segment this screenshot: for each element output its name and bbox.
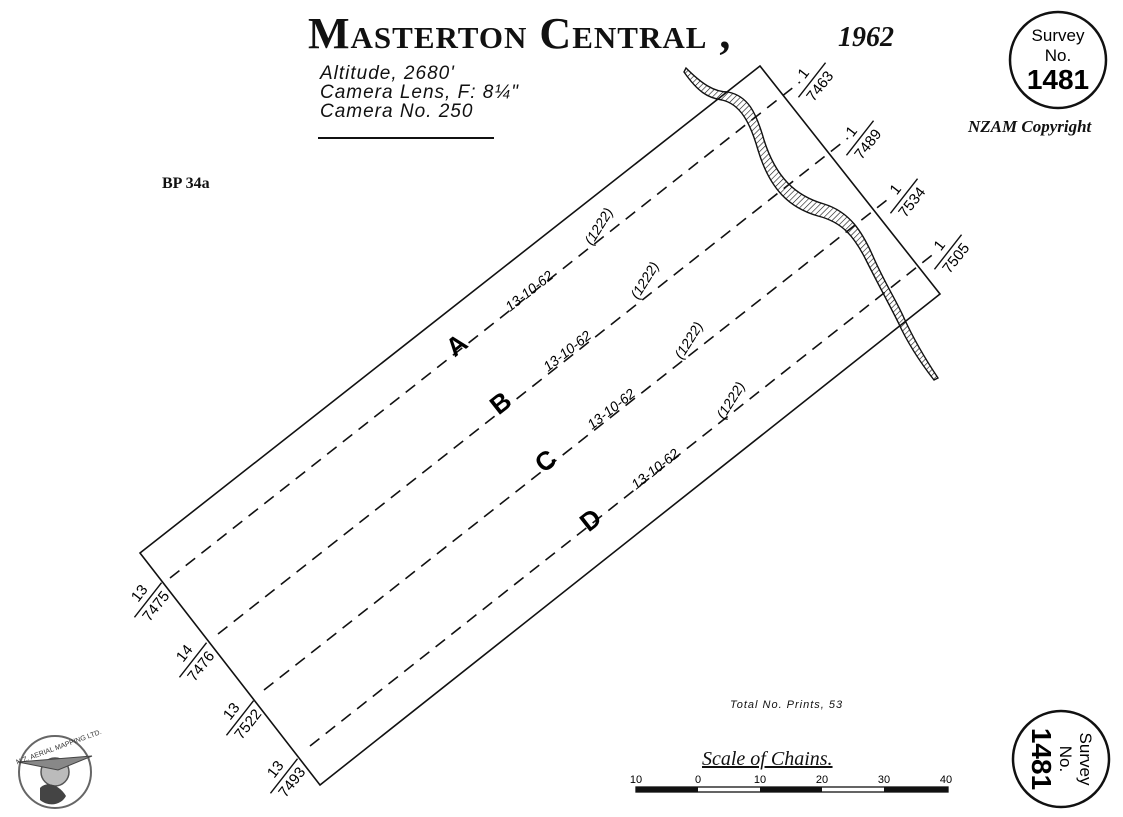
river-feature	[683, 66, 940, 381]
scale-tick-label: 0	[695, 774, 701, 786]
map-year: 1962	[838, 22, 894, 53]
run-code-d: (1222)	[713, 379, 748, 422]
run-letter-b: B	[484, 385, 517, 420]
survey-stamp-bottom-label: Survey	[1076, 733, 1095, 786]
scale-tick-label: 10	[630, 774, 642, 786]
bp-code: BP 34a	[162, 175, 210, 192]
camera-text: Camera No. 250	[320, 101, 474, 122]
total-prints: Total No. Prints, 53	[730, 699, 844, 711]
run-code-b: (1222)	[627, 259, 662, 302]
scale-title: Scale of Chains.	[702, 748, 833, 770]
svg-text:1: 1	[794, 65, 813, 82]
coverage-boundary	[138, 64, 942, 787]
scale-bar: 10 0 10 20 30 40	[630, 774, 952, 793]
survey-stamp-top-no: No.	[1045, 46, 1071, 65]
svg-text:1: 1	[886, 181, 905, 198]
svg-text:14: 14	[173, 642, 197, 666]
flight-line-d	[309, 251, 937, 747]
scale-tick-label: 20	[816, 774, 828, 786]
svg-text:1: 1	[930, 237, 949, 254]
lens-text: Camera Lens, F: 8¼"	[320, 82, 519, 103]
start-frame-a: 13 7475	[128, 582, 173, 625]
survey-stamp-top: Survey No. 1481	[1008, 10, 1108, 110]
run-date-d: 13-10-62	[628, 445, 682, 492]
flight-lines	[169, 81, 937, 747]
run-letter-c: C	[529, 443, 562, 478]
survey-stamp-bottom: Survey No. 1481	[1011, 709, 1111, 809]
info-underline	[318, 137, 494, 139]
copyright-text: NZAM Copyright	[968, 117, 1092, 136]
start-frame-c: 13 7522	[220, 700, 265, 743]
run-code-a: (1222)	[581, 205, 616, 248]
scale-tick-label: 30	[878, 774, 890, 786]
flight-line-a	[169, 81, 801, 579]
start-frame-b: 14 7476	[173, 642, 218, 685]
end-frames: 1 7463 1 7489 1 7534 1 7505	[794, 62, 973, 277]
flight-line-b	[217, 137, 849, 635]
run-date-c: 13-10-62	[584, 385, 638, 432]
start-frames: 13 7475 14 7476 13 7522 13 7493	[128, 582, 309, 801]
run-date-a: 13-10-62	[502, 267, 556, 314]
svg-text:13: 13	[264, 758, 288, 782]
scale-tick-label: 40	[940, 774, 952, 786]
run-letter-a: A	[440, 327, 473, 362]
end-frame-d: 1 7505	[930, 234, 973, 277]
svg-text:13: 13	[128, 582, 152, 606]
run-code-c: (1222)	[671, 319, 706, 362]
svg-text:1: 1	[842, 123, 861, 140]
scale-tick-label: 10	[754, 774, 766, 786]
run-letter-d: D	[574, 502, 607, 537]
flight-info: Altitude, 2680' Camera Lens, F: 8¼" Came…	[320, 64, 519, 121]
start-frame-d: 13 7493	[264, 758, 309, 801]
nz-aerial-mapping-logo: N.Z. AERIAL MAPPING LTD.	[15, 729, 103, 809]
svg-text:13: 13	[220, 700, 244, 724]
survey-stamp-top-label: Survey	[1032, 26, 1085, 45]
map-title: Masterton Central ,	[308, 9, 732, 58]
flight-line-c	[263, 195, 893, 691]
end-frame-b: 1 7489	[842, 120, 885, 163]
survey-stamp-bottom-no: No.	[1056, 746, 1075, 772]
run-letters: A B C D	[440, 327, 607, 537]
end-frame-a: 1 7463	[794, 62, 837, 105]
altitude-text: Altitude, 2680'	[320, 63, 455, 84]
survey-stamp-top-number: 1481	[1027, 64, 1089, 95]
survey-stamp-bottom-number: 1481	[1026, 728, 1057, 790]
run-date-b: 13-10-62	[540, 327, 594, 374]
end-frame-c: 1 7534	[886, 178, 929, 221]
